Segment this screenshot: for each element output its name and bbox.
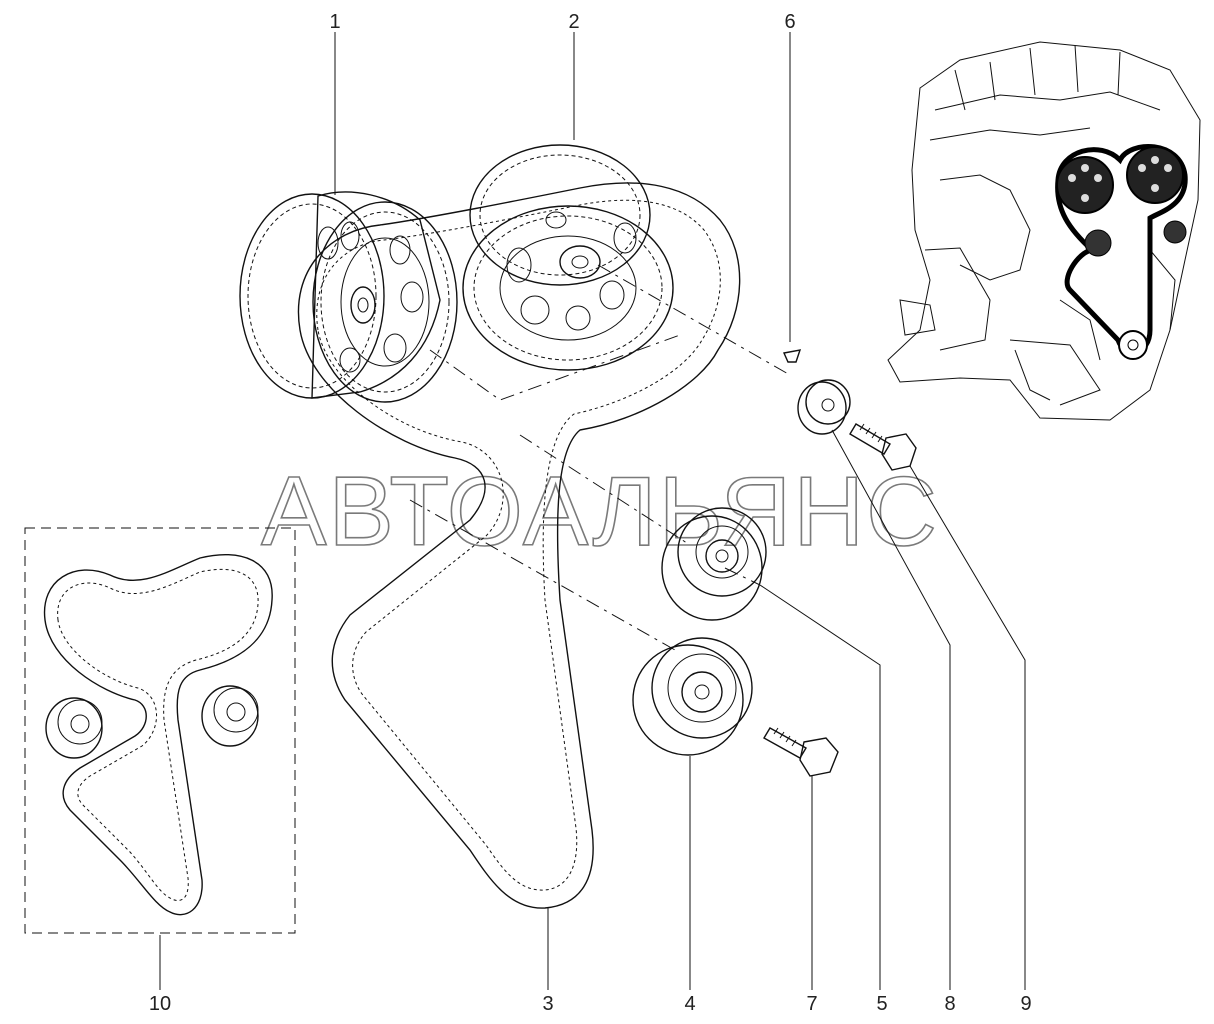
- bolt-7: [763, 727, 839, 777]
- tensioner-pulley-4: [632, 637, 753, 756]
- callout-10: 10: [149, 993, 171, 1015]
- washer-8: [797, 379, 851, 435]
- callout-1: 1: [329, 11, 340, 33]
- callout-4: 4: [684, 993, 695, 1015]
- callout-labels: 1 2 6 10 3 4 7 5 8 9: [149, 11, 1032, 1015]
- pin-6: [783, 349, 802, 363]
- callout-3: 3: [542, 993, 553, 1015]
- watermark: АВТОАЛЬЯНС: [261, 456, 939, 566]
- leader-lines: [159, 32, 1026, 990]
- kit-10: [24, 527, 296, 934]
- idler-pulley-5: [661, 507, 767, 621]
- callout-2: 2: [568, 11, 579, 33]
- callout-6: 6: [784, 11, 795, 33]
- callout-7: 7: [806, 993, 817, 1015]
- timing-belt-3: [297, 182, 741, 909]
- camshaft-sprocket-2: [462, 144, 674, 371]
- engine-thumbnail: [887, 41, 1201, 421]
- camshaft-sprocket-1: [239, 191, 458, 403]
- sprocket-1-holes: [339, 235, 424, 373]
- callout-8: 8: [944, 993, 955, 1015]
- callout-5: 5: [876, 993, 887, 1015]
- callout-9: 9: [1020, 993, 1031, 1015]
